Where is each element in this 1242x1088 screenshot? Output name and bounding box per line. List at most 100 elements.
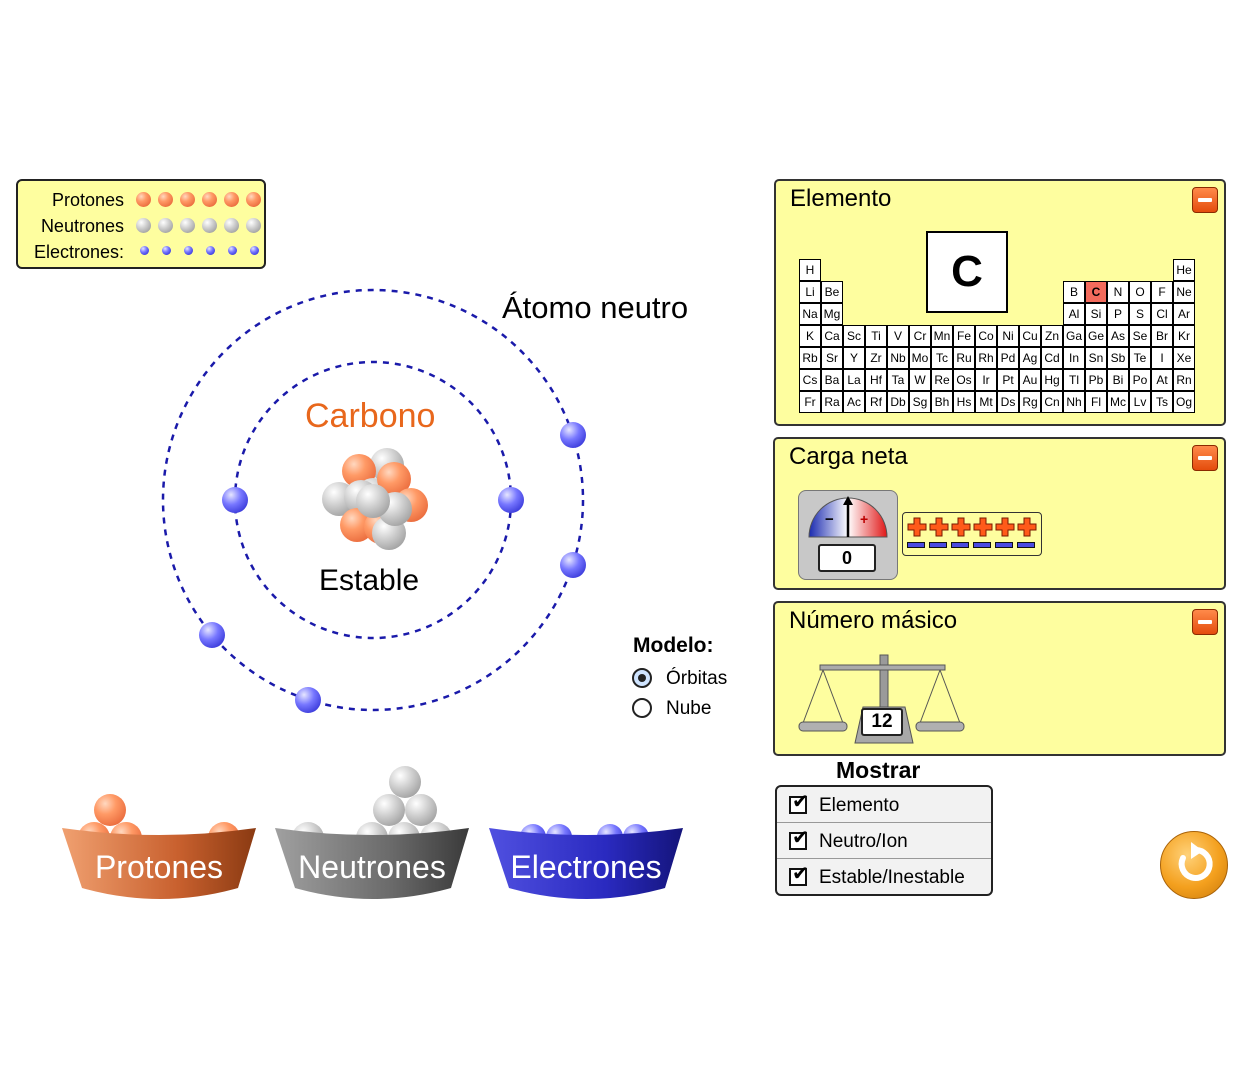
pt-cell-hs[interactable]: Hs: [953, 391, 975, 413]
pt-cell-as[interactable]: As: [1107, 325, 1129, 347]
pt-cell-f[interactable]: F: [1151, 281, 1173, 303]
pt-cell-ir[interactable]: Ir: [975, 369, 997, 391]
pt-cell-re[interactable]: Re: [931, 369, 953, 391]
reset-button[interactable]: [1160, 831, 1228, 899]
pt-cell-cu[interactable]: Cu: [1019, 325, 1041, 347]
pt-cell-po[interactable]: Po: [1129, 369, 1151, 391]
pt-cell-mn[interactable]: Mn: [931, 325, 953, 347]
pt-cell-ru[interactable]: Ru: [953, 347, 975, 369]
pt-cell-hg[interactable]: Hg: [1041, 369, 1063, 391]
pt-cell-si[interactable]: Si: [1085, 303, 1107, 325]
pt-cell-h[interactable]: H: [799, 259, 821, 281]
pt-cell-b[interactable]: B: [1063, 281, 1085, 303]
minimize-icon[interactable]: [1192, 609, 1218, 635]
pt-cell-mt[interactable]: Mt: [975, 391, 997, 413]
pt-cell-ca[interactable]: Ca: [821, 325, 843, 347]
pt-cell-sr[interactable]: Sr: [821, 347, 843, 369]
show-element-checkbox[interactable]: ✔: [789, 792, 809, 814]
orbits-radio[interactable]: [632, 668, 652, 688]
pt-cell-zn[interactable]: Zn: [1041, 325, 1063, 347]
pt-cell-sn[interactable]: Sn: [1085, 347, 1107, 369]
pt-cell-kr[interactable]: Kr: [1173, 325, 1195, 347]
pt-cell-fr[interactable]: Fr: [799, 391, 821, 413]
pt-cell-s[interactable]: S: [1129, 303, 1151, 325]
pt-cell-nb[interactable]: Nb: [887, 347, 909, 369]
pt-cell-y[interactable]: Y: [843, 347, 865, 369]
pt-cell-ta[interactable]: Ta: [887, 369, 909, 391]
pt-cell-ac[interactable]: Ac: [843, 391, 865, 413]
pt-cell-he[interactable]: He: [1173, 259, 1195, 281]
pt-cell-rh[interactable]: Rh: [975, 347, 997, 369]
pt-cell-lv[interactable]: Lv: [1129, 391, 1151, 413]
pt-cell-n[interactable]: N: [1107, 281, 1129, 303]
pt-cell-pt[interactable]: Pt: [997, 369, 1019, 391]
pt-cell-zr[interactable]: Zr: [865, 347, 887, 369]
pt-cell-rn[interactable]: Rn: [1173, 369, 1195, 391]
pt-cell-bh[interactable]: Bh: [931, 391, 953, 413]
show-stability-option[interactable]: ✔ Estable/Inestable: [777, 859, 991, 895]
pt-cell-w[interactable]: W: [909, 369, 931, 391]
pt-cell-ne[interactable]: Ne: [1173, 281, 1195, 303]
pt-cell-au[interactable]: Au: [1019, 369, 1041, 391]
pt-cell-be[interactable]: Be: [821, 281, 843, 303]
pt-cell-la[interactable]: La: [843, 369, 865, 391]
pt-cell-fe[interactable]: Fe: [953, 325, 975, 347]
pt-cell-o[interactable]: O: [1129, 281, 1151, 303]
pt-cell-tl[interactable]: Tl: [1063, 369, 1085, 391]
model-option-orbits[interactable]: Órbitas: [632, 667, 752, 691]
pt-cell-ge[interactable]: Ge: [1085, 325, 1107, 347]
pt-cell-cl[interactable]: Cl: [1151, 303, 1173, 325]
pt-cell-ag[interactable]: Ag: [1019, 347, 1041, 369]
show-stability-checkbox[interactable]: ✔: [789, 864, 809, 886]
pt-cell-cn[interactable]: Cn: [1041, 391, 1063, 413]
pt-cell-in[interactable]: In: [1063, 347, 1085, 369]
pt-cell-nh[interactable]: Nh: [1063, 391, 1085, 413]
pt-cell-pb[interactable]: Pb: [1085, 369, 1107, 391]
pt-cell-xe[interactable]: Xe: [1173, 347, 1195, 369]
pt-cell-mo[interactable]: Mo: [909, 347, 931, 369]
pt-cell-v[interactable]: V: [887, 325, 909, 347]
pt-cell-tc[interactable]: Tc: [931, 347, 953, 369]
show-neutral-ion-option[interactable]: ✔ Neutro/Ion: [777, 823, 991, 859]
pt-cell-cd[interactable]: Cd: [1041, 347, 1063, 369]
pt-cell-sb[interactable]: Sb: [1107, 347, 1129, 369]
pt-cell-at[interactable]: At: [1151, 369, 1173, 391]
pt-cell-rg[interactable]: Rg: [1019, 391, 1041, 413]
pt-cell-ar[interactable]: Ar: [1173, 303, 1195, 325]
pt-cell-ga[interactable]: Ga: [1063, 325, 1085, 347]
pt-cell-na[interactable]: Na: [799, 303, 821, 325]
pt-cell-te[interactable]: Te: [1129, 347, 1151, 369]
cloud-radio[interactable]: [632, 698, 652, 718]
pt-cell-ds[interactable]: Ds: [997, 391, 1019, 413]
pt-cell-og[interactable]: Og: [1173, 391, 1195, 413]
pt-cell-hf[interactable]: Hf: [865, 369, 887, 391]
pt-cell-c[interactable]: C: [1085, 281, 1107, 303]
pt-cell-rf[interactable]: Rf: [865, 391, 887, 413]
pt-cell-bi[interactable]: Bi: [1107, 369, 1129, 391]
pt-cell-se[interactable]: Se: [1129, 325, 1151, 347]
pt-cell-p[interactable]: P: [1107, 303, 1129, 325]
pt-cell-k[interactable]: K: [799, 325, 821, 347]
pt-cell-co[interactable]: Co: [975, 325, 997, 347]
pt-cell-os[interactable]: Os: [953, 369, 975, 391]
pt-cell-i[interactable]: I: [1151, 347, 1173, 369]
pt-cell-br[interactable]: Br: [1151, 325, 1173, 347]
pt-cell-sc[interactable]: Sc: [843, 325, 865, 347]
pt-cell-db[interactable]: Db: [887, 391, 909, 413]
pt-cell-al[interactable]: Al: [1063, 303, 1085, 325]
pt-cell-mg[interactable]: Mg: [821, 303, 843, 325]
show-neutral-ion-checkbox[interactable]: ✔: [789, 828, 809, 850]
pt-cell-fl[interactable]: Fl: [1085, 391, 1107, 413]
pt-cell-cs[interactable]: Cs: [799, 369, 821, 391]
minimize-icon[interactable]: [1192, 187, 1218, 213]
pt-cell-cr[interactable]: Cr: [909, 325, 931, 347]
model-option-cloud[interactable]: Nube: [632, 697, 752, 721]
pt-cell-ts[interactable]: Ts: [1151, 391, 1173, 413]
pt-cell-ra[interactable]: Ra: [821, 391, 843, 413]
pt-cell-ni[interactable]: Ni: [997, 325, 1019, 347]
pt-cell-mc[interactable]: Mc: [1107, 391, 1129, 413]
pt-cell-ba[interactable]: Ba: [821, 369, 843, 391]
pt-cell-sg[interactable]: Sg: [909, 391, 931, 413]
show-element-option[interactable]: ✔ Elemento: [777, 787, 991, 823]
minimize-icon[interactable]: [1192, 445, 1218, 471]
